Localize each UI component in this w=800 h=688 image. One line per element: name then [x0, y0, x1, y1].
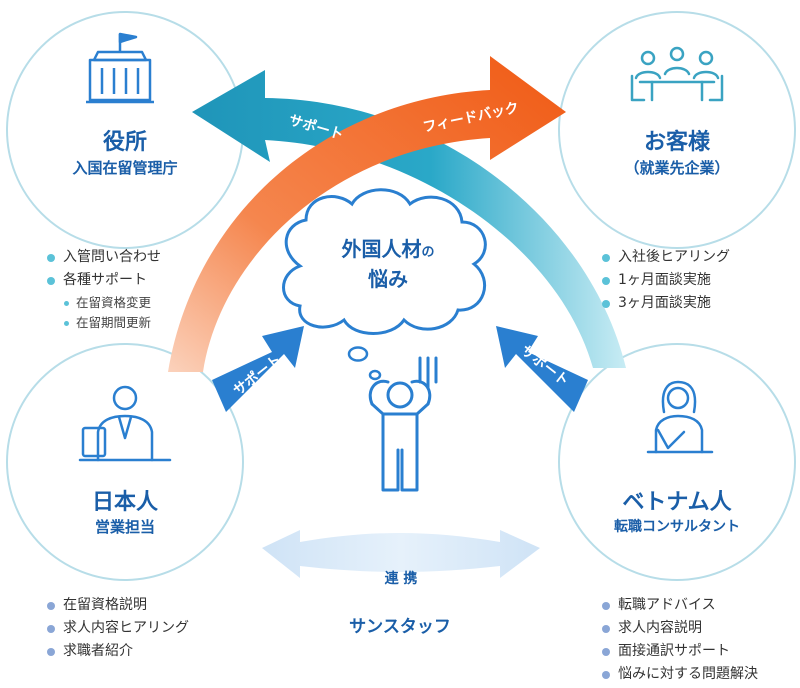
government-building-icon [86, 32, 154, 104]
thought-cloud [282, 188, 487, 335]
worried-person-icon [368, 356, 438, 492]
list-item: 転職アドバイス [600, 594, 758, 617]
center-title: 外国人材の 悩み [300, 236, 476, 292]
consultant-icon [646, 380, 714, 454]
circle-japanese [6, 343, 244, 581]
japanese-subtitle: 営業担当 [94, 518, 155, 536]
list-item: 1ヶ月面談実施 [600, 269, 730, 292]
govt-sublist: 在留資格変更 在留期間更新 [60, 293, 151, 333]
client-title: お客様 [643, 130, 710, 155]
list-item: 在留資格変更 [60, 293, 151, 313]
govt-title: 役所 [102, 130, 147, 155]
list-item: 入管問い合わせ [45, 246, 161, 269]
center-particle: の [421, 245, 435, 260]
center-line2: 悩み [368, 267, 408, 291]
vietnamese-subtitle: 転職コンサルタント [614, 519, 740, 535]
center-line1: 外国人材 [341, 237, 422, 261]
list-item: 求人内容ヒアリング [45, 617, 189, 640]
collaboration-label: 連 携 [385, 570, 418, 587]
list-item: 在留資格説明 [45, 594, 189, 617]
circle-vietnamese [558, 343, 796, 581]
govt-list: 入管問い合わせ 各種サポート [45, 246, 161, 292]
salesperson-icon [78, 385, 172, 462]
circle-client [558, 11, 796, 249]
support-arrow-right [496, 326, 588, 412]
japanese-title: 日本人 [91, 490, 158, 515]
vietnamese-title: ベトナム人 [622, 490, 732, 515]
list-item: 入社後ヒアリング [600, 246, 730, 269]
govt-subtitle: 入国在留管理庁 [72, 159, 178, 177]
company-name: サンスタッフ [349, 617, 451, 637]
japanese-list: 在留資格説明 求人内容ヒアリング 求職者紹介 [45, 594, 189, 663]
list-item: 在留期間更新 [60, 313, 151, 333]
list-item: 求職者紹介 [45, 640, 189, 663]
client-subtitle: （就業先企業） [624, 159, 730, 177]
list-item: 各種サポート [45, 269, 161, 292]
list-item: 求人内容説明 [600, 617, 758, 640]
list-item: 面接通訳サポート [600, 640, 758, 663]
meeting-icon [630, 46, 724, 102]
list-item: 悩みに対する問題解決 [600, 663, 758, 686]
thought-bubble-1 [347, 346, 369, 362]
client-list: 入社後ヒアリング 1ヶ月面談実施 3ヶ月面談実施 [600, 246, 730, 315]
list-item: 3ヶ月面談実施 [600, 292, 730, 315]
feedback-arrow [168, 56, 566, 372]
vietnamese-list: 転職アドバイス 求人内容説明 面接通訳サポート 悩みに対する問題解決 [600, 594, 758, 686]
support-arrow-left [212, 326, 304, 412]
thought-bubble-2 [368, 369, 382, 381]
collaboration-arrow [262, 530, 540, 578]
